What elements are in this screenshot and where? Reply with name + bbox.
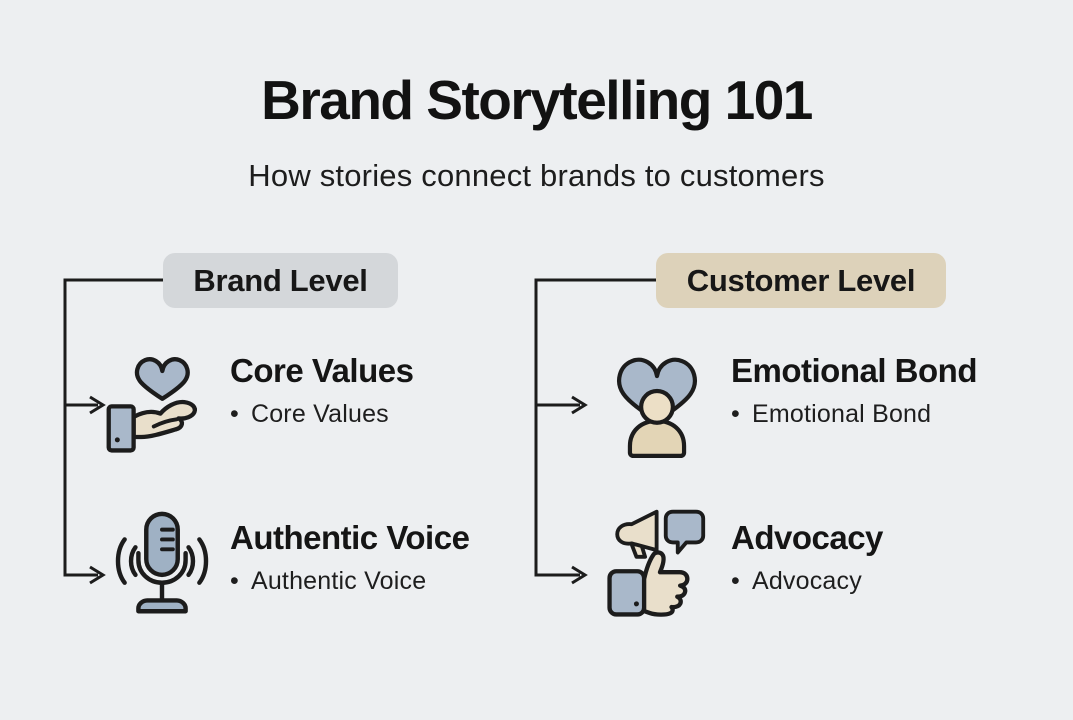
- item-bullet: • Emotional Bond: [731, 400, 977, 429]
- item-emotional-bond: Emotional Bond • Emotional Bond: [731, 354, 977, 429]
- bullet-dot: •: [731, 400, 740, 428]
- bullet-text: Authentic Voice: [250, 567, 427, 595]
- page-title: Brand Storytelling 101: [261, 69, 813, 131]
- bullet-dot: •: [230, 567, 239, 595]
- item-core-values: Core Values • Core Values: [230, 352, 414, 429]
- bullet-text: Advocacy: [751, 567, 862, 595]
- advocacy-icon: [597, 504, 722, 626]
- bullet-dot: •: [731, 567, 740, 595]
- heart-in-hand-icon: [101, 348, 216, 460]
- item-bullet: • Advocacy: [731, 567, 883, 596]
- item-bullet: • Authentic Voice: [230, 567, 469, 596]
- brand-level-label: Brand Level: [193, 262, 368, 298]
- page-subtitle: How stories connect brands to customers: [248, 158, 825, 193]
- item-title: Emotional Bond: [731, 352, 977, 389]
- item-title: Core Values: [230, 352, 414, 389]
- item-bullet: • Core Values: [230, 400, 413, 429]
- item-title: Authentic Voice: [230, 519, 470, 556]
- bullet-dot: •: [230, 400, 239, 428]
- item-title: Advocacy: [731, 519, 883, 556]
- item-authentic-voice: Authentic Voice • Authentic Voice: [230, 519, 470, 596]
- bullet-text: Emotional Bond: [751, 400, 932, 428]
- bullet-text: Core Values: [250, 400, 389, 428]
- brand-level-badge: Brand Level: [163, 253, 398, 308]
- customer-level-badge: Customer Level: [656, 253, 946, 308]
- item-advocacy: Advocacy • Advocacy: [731, 521, 883, 596]
- microphone-icon: [103, 506, 221, 626]
- heart-person-icon: [601, 348, 713, 463]
- customer-level-label: Customer Level: [686, 262, 916, 298]
